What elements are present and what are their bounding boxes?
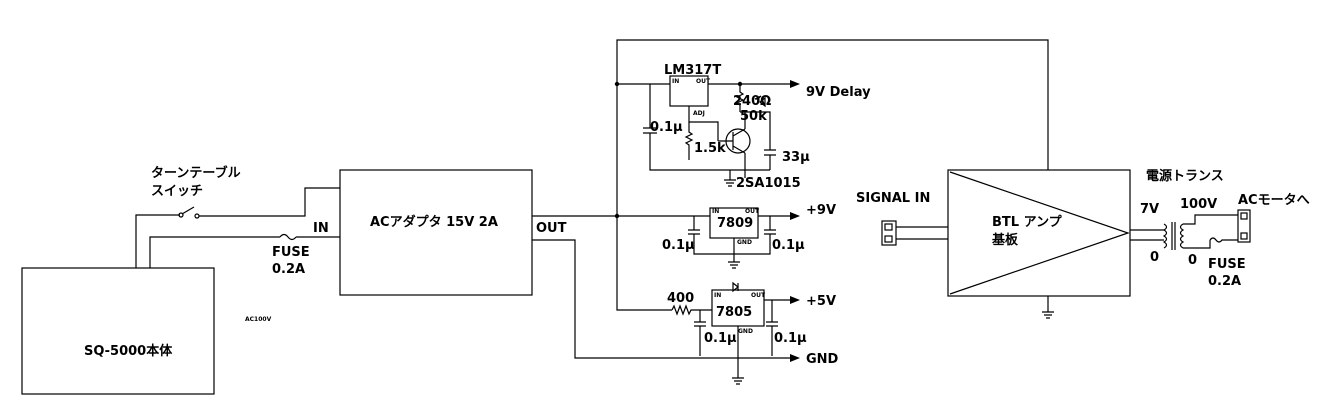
delay-regulator — [643, 75, 800, 187]
switch-label-line2: スイッチ — [151, 184, 203, 199]
7809-label: 7809 — [717, 216, 753, 231]
7805-pin-out: OUT — [751, 292, 766, 299]
adapter-label: ACアダプタ 15V 2A — [370, 214, 498, 230]
power-transformer — [1162, 209, 1251, 250]
7805-pin-in: IN — [714, 292, 721, 299]
lm317-pin-out: OUT — [696, 78, 711, 85]
lm317-label: LM317T — [664, 63, 721, 78]
7805-label: 7805 — [716, 305, 752, 320]
primary-100v: 100V — [1180, 197, 1217, 212]
adapter-out-label: OUT — [536, 221, 567, 236]
motor-label: ACモータへ — [1238, 193, 1310, 208]
gnd-label: GND — [806, 352, 839, 367]
lm317-pin-adj: ADJ — [693, 110, 705, 117]
7809-pin-gnd: GND — [737, 239, 752, 246]
cap-33-label: 33μ — [782, 150, 810, 165]
main-unit-box — [21, 267, 215, 395]
r-1k5-label: 1.5k — [694, 141, 726, 156]
switch-label-line1: ターンテーブル — [151, 165, 241, 181]
plus5-label: +5V — [806, 294, 836, 309]
adapter-in-label: IN — [313, 221, 329, 236]
fuse-out-rating: 0.2A — [1208, 274, 1241, 289]
secondary-zero: 0 — [1150, 250, 1159, 265]
cap-9out-label: 0.1μ — [772, 238, 805, 253]
fuse-out-label: FUSE — [1208, 257, 1246, 272]
fuse-in-label: FUSE — [272, 245, 310, 260]
pot-50k-label: 50k — [740, 109, 767, 124]
7809-pin-out: OUT — [745, 208, 760, 215]
input-fuse — [149, 233, 340, 268]
7809-pin-in: IN — [712, 208, 719, 215]
transformer-label: 電源トランス — [1146, 168, 1224, 184]
ac100v-note: AC100V — [245, 316, 272, 323]
btl-amp — [881, 169, 1164, 319]
7805-pin-gnd: GND — [738, 328, 753, 335]
fuse-in-rating: 0.2A — [272, 262, 305, 277]
plus9-label: +9V — [806, 203, 836, 218]
secondary-7v: 7V — [1140, 202, 1159, 217]
turntable-switch — [135, 187, 340, 268]
cap-delay-in-label: 0.1μ — [650, 120, 683, 135]
amp-label-line2: 基板 — [991, 232, 1019, 248]
ac-adapter-box — [339, 169, 533, 296]
amp-label-line1: BTL アンプ — [992, 215, 1063, 230]
r-240-label: 240Ω — [733, 94, 771, 109]
lm317-pin-in: IN — [672, 78, 679, 85]
cap-5out-label: 0.1μ — [774, 331, 807, 346]
primary-zero: 0 — [1188, 253, 1197, 268]
signal-in-label: SIGNAL IN — [856, 191, 930, 206]
cap-9in-label: 0.1μ — [662, 238, 695, 253]
regulator-7805 — [671, 281, 800, 385]
main-unit-label: SQ-5000本体 — [84, 343, 173, 359]
transistor-label: 2SA1015 — [736, 176, 801, 191]
adapter-output-wiring — [532, 39, 1049, 362]
cap-5in-label: 0.1μ — [704, 331, 737, 346]
r-400-label: 400 — [667, 291, 694, 306]
delay-output-label: 9V Delay — [806, 85, 871, 100]
regulator-7809 — [688, 207, 800, 269]
